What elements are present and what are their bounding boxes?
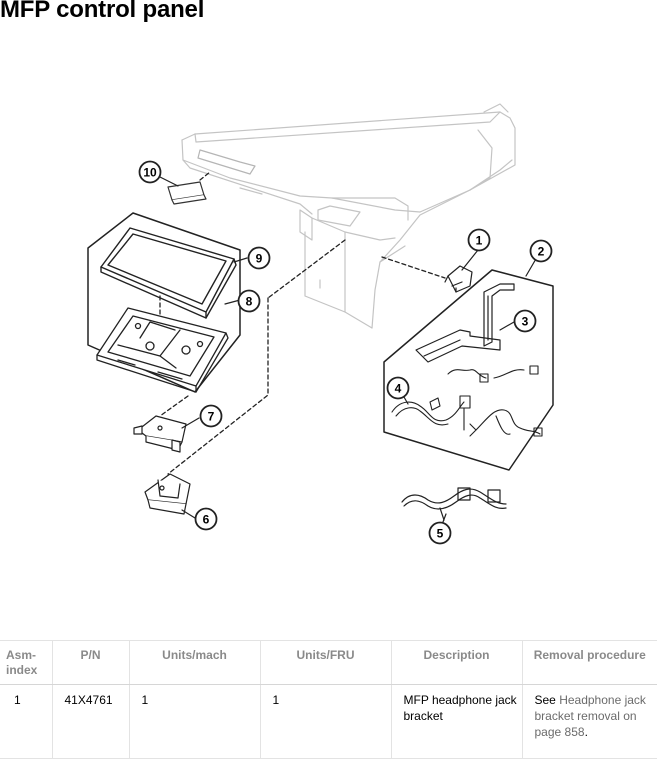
cell-units-fru: 1 (260, 684, 392, 759)
callout-4: 4 (386, 376, 410, 400)
callout-4-label: 4 (395, 382, 402, 396)
part-6-bracket (144, 473, 191, 515)
callout-leader-lines (149, 171, 541, 531)
page-title: MFP control panel (0, 0, 205, 23)
cell-units-mach: 1 (129, 684, 261, 759)
exploded-parts-diagram: 10 9 8 7 6 1 2 3 4 5 (87, 103, 554, 545)
table-header-row: Asm-index P/N Units/mach Units/FRU Descr… (0, 640, 657, 685)
cell-description: MFP headphone jack bracket (391, 684, 523, 759)
callout-5-label: 5 (437, 527, 444, 541)
part-10-bracket (167, 181, 207, 205)
cell-asm-index: 1 (0, 684, 53, 759)
callout-3: 3 (513, 309, 537, 333)
printer-frame-outline (181, 103, 516, 329)
callout-8-label: 8 (246, 295, 253, 309)
callout-2: 2 (529, 239, 553, 263)
callout-3-label: 3 (522, 315, 529, 329)
part-3-ribbon-cable (415, 283, 515, 363)
part-7-bracket (133, 415, 187, 453)
callout-6: 6 (194, 507, 218, 531)
cell-removal-procedure: See Headphone jack bracket removal on pa… (522, 684, 657, 759)
header-pn: P/N (52, 640, 130, 685)
part-8-bracket (96, 307, 229, 393)
header-units-mach: Units/mach (129, 640, 261, 685)
callout-7: 7 (199, 404, 223, 428)
callout-9-label: 9 (256, 252, 263, 266)
header-description: Description (391, 640, 523, 685)
callout-5: 5 (428, 521, 452, 545)
callout-8: 8 (237, 289, 261, 313)
part-1-headphone-jack-bracket (444, 265, 473, 293)
callout-10: 10 (138, 160, 162, 184)
callout-2-label: 2 (538, 245, 545, 259)
removal-procedure-link[interactable]: Headphone jack bracket removal on page 8… (534, 693, 646, 739)
callout-6-label: 6 (203, 513, 210, 527)
part-4-cables (391, 365, 543, 437)
part-9-display (100, 227, 237, 319)
callout-9: 9 (247, 246, 271, 270)
removal-period: . (584, 725, 588, 739)
header-asm-index: Asm-index (0, 640, 53, 685)
header-removal-procedure: Removal procedure (522, 640, 657, 685)
assembly-dashed-lines (159, 171, 446, 475)
header-units-fru: Units/FRU (260, 640, 392, 685)
parts-table: Asm-index P/N Units/mach Units/FRU Descr… (0, 640, 657, 759)
callout-1: 1 (467, 228, 491, 252)
callout-1-label: 1 (476, 234, 483, 248)
callout-10-label: 10 (143, 166, 157, 180)
table-row: 1 41X4761 1 1 MFP headphone jack bracket… (0, 684, 657, 759)
cell-pn: 41X4761 (52, 684, 130, 759)
callout-7-label: 7 (208, 410, 215, 424)
part-5-cable (401, 487, 507, 521)
removal-see-text: See (534, 693, 560, 707)
